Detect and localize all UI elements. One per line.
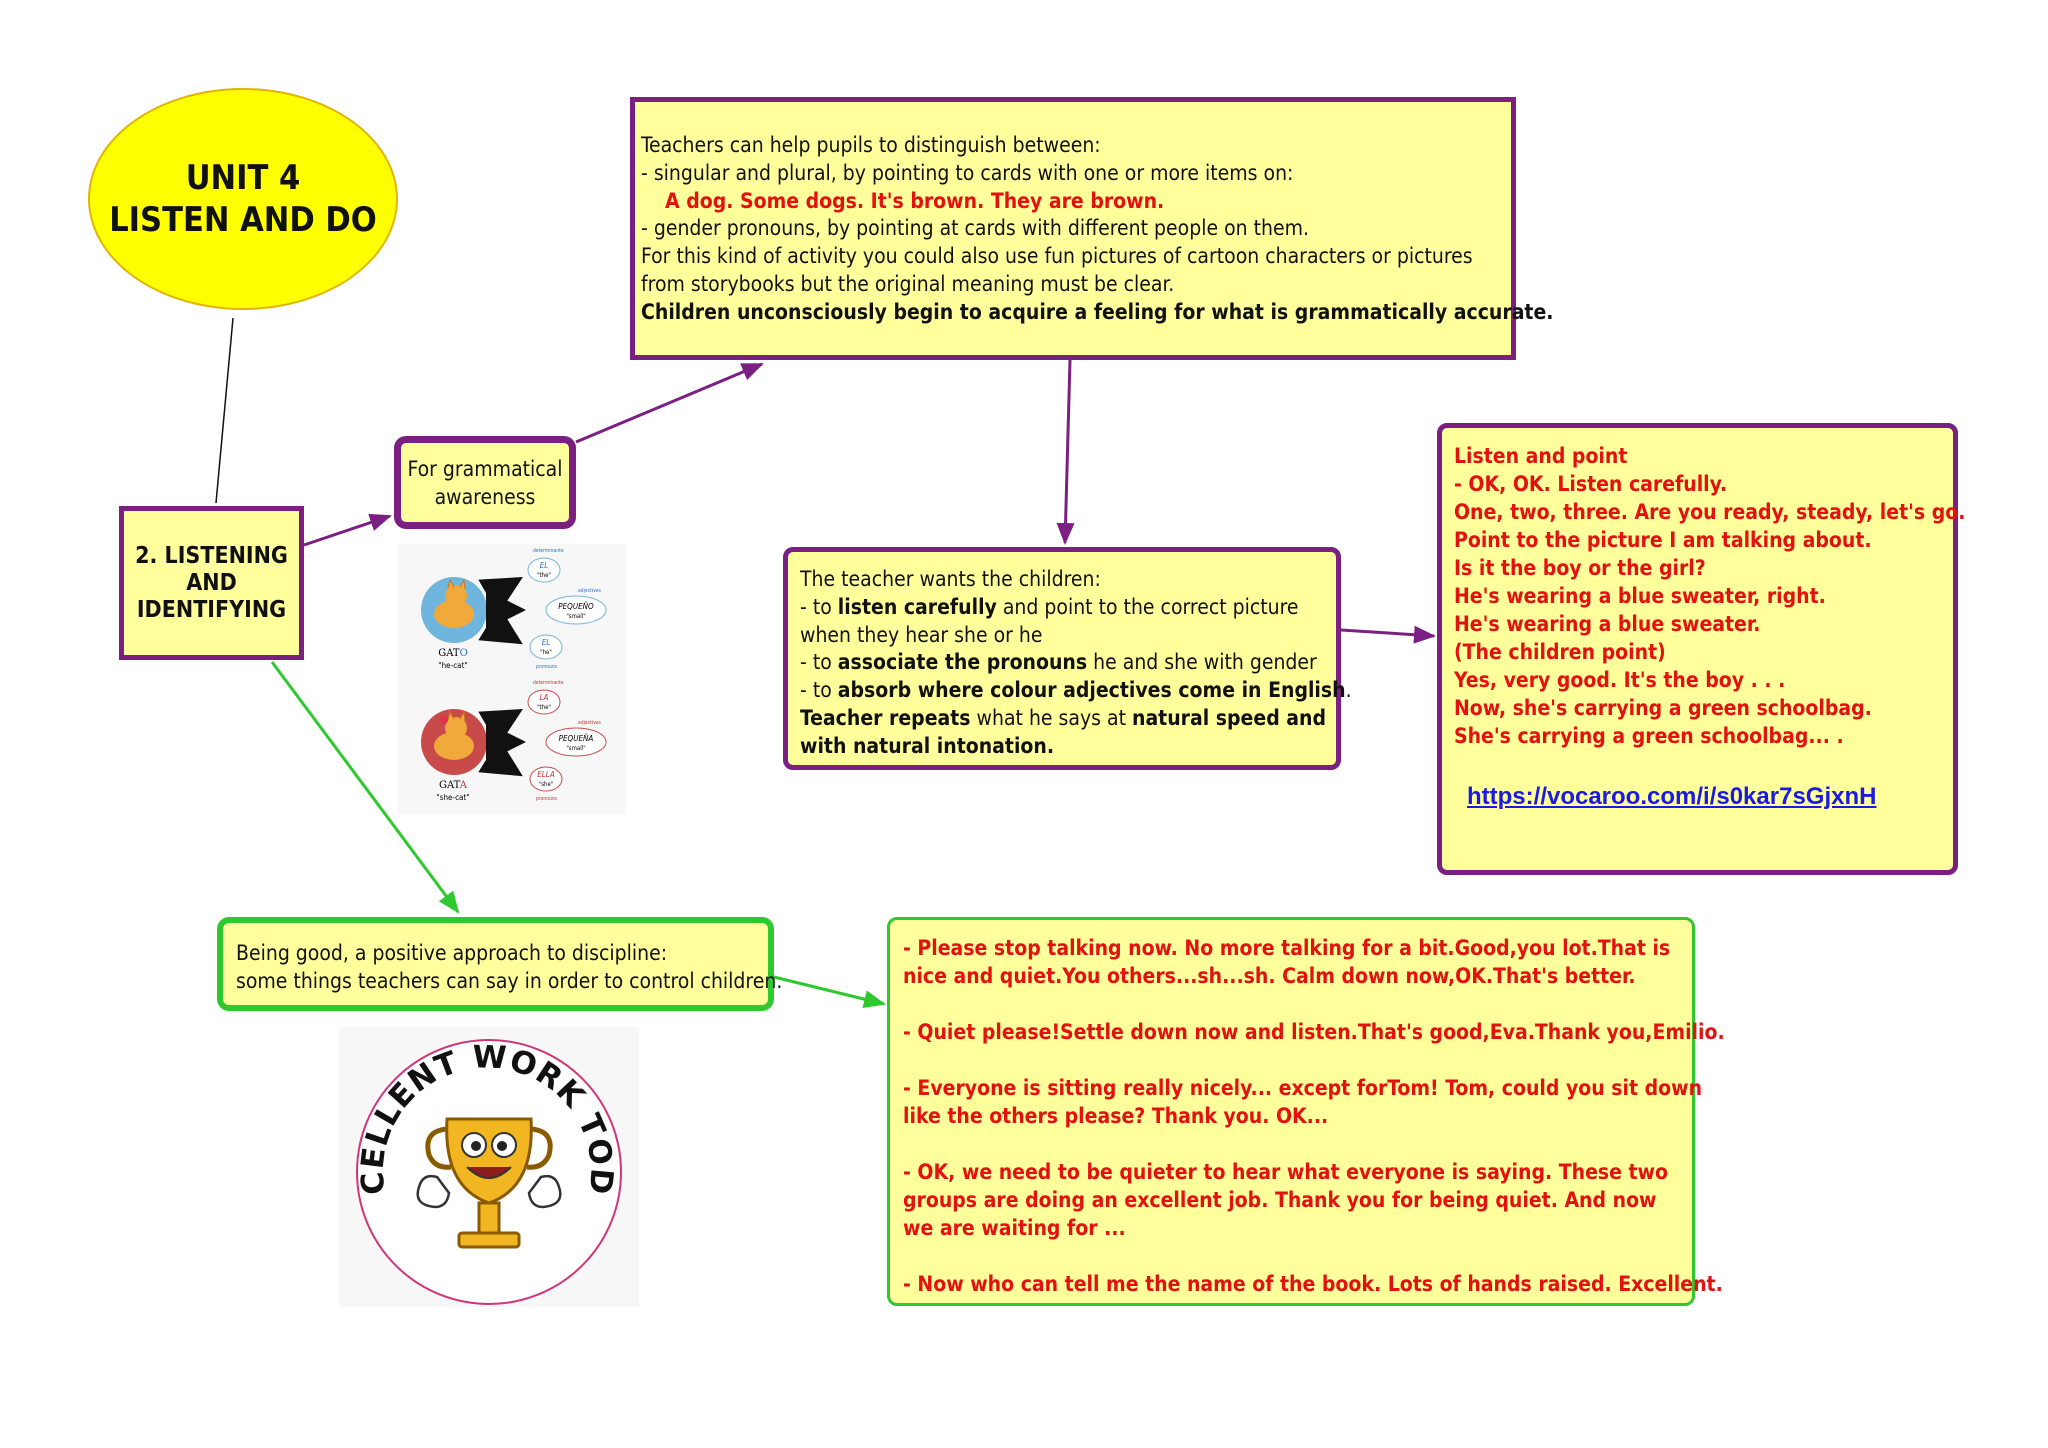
arrow-grammar-to-teachers xyxy=(575,362,764,444)
teacher-wants-node: The teacher wants the children: - to lis… xyxy=(783,547,1352,770)
point-line: Is it the boy or the girl? xyxy=(1454,556,1706,580)
pronoun-word: EL xyxy=(542,638,551,647)
wants-text: . xyxy=(1345,678,1352,703)
wants-text: - to xyxy=(800,650,838,675)
excellent-work-badge: EXCELLENT WORK TODAY xyxy=(339,1027,639,1307)
cat-noun-label: GATO xyxy=(438,648,468,659)
wants-text: - to xyxy=(800,594,838,619)
point-line: Yes, very good. It's the boy . . . xyxy=(1454,668,1786,692)
phrase-line: - Quiet please!Settle down now and liste… xyxy=(903,1020,1725,1044)
teachers-line: Teachers can help pupils to distinguish … xyxy=(641,133,1101,157)
wants-text: what he says at xyxy=(970,705,1132,730)
cat-noun-translation: "she-cat" xyxy=(436,793,469,802)
adjective-translation: "small" xyxy=(566,613,585,620)
connector-title-to-listening xyxy=(215,317,234,504)
adjective-translation: "small" xyxy=(566,745,585,752)
determinant-label: determinante xyxy=(533,680,564,686)
point-line: She's carrying a green schoolbag... . xyxy=(1454,724,1844,748)
listening-line2: AND xyxy=(186,569,237,596)
wants-text: and point to the correct picture xyxy=(996,594,1299,619)
article-label: LA xyxy=(540,693,549,702)
pronoun-translation: "she" xyxy=(539,781,554,788)
wants-line: when they hear she or he xyxy=(800,622,1043,647)
grammar-line2: awareness xyxy=(434,484,536,509)
teachers-conclusion-line: Children unconsciously begin to acquire … xyxy=(641,299,1554,324)
classroom-phrases-node: - Please stop talking now. No more talki… xyxy=(887,917,1725,1306)
vocaroo-link[interactable]: https://vocaroo.com/i/s0kar7sGjxnH xyxy=(1467,783,1877,810)
grammar-line1: For grammatical xyxy=(407,456,563,481)
teachers-line: - gender pronouns, by pointing at cards … xyxy=(641,216,1310,241)
point-line: (The children point) xyxy=(1454,640,1666,664)
listening-line1: 2. LISTENING xyxy=(135,542,288,569)
cat-noun-label: GATA xyxy=(439,780,468,791)
pronoun-translation: "he" xyxy=(540,649,552,656)
unit-title-line1: UNIT 4 xyxy=(185,158,301,198)
listening-identifying-node: 2. LISTENING AND IDENTIFYING xyxy=(119,506,304,660)
point-line: Point to the picture I am talking about. xyxy=(1454,528,1872,552)
point-line: Now, she's carrying a green schoolbag. xyxy=(1454,696,1872,720)
wants-emphasis: natural speed and xyxy=(1131,705,1327,730)
adjective-word: PEQUEÑA xyxy=(559,733,594,743)
point-line: He's wearing a blue sweater. xyxy=(1454,612,1761,636)
adjective-word: PEQUEÑO xyxy=(558,601,594,611)
pronoun-word: ELLA xyxy=(537,770,555,779)
article-translation: "the" xyxy=(537,572,551,579)
wants-text: - to xyxy=(800,678,838,703)
phrase-line: nice and quiet.You others...sh...sh. Cal… xyxy=(903,964,1636,988)
trophy-icon xyxy=(416,1117,562,1249)
phrase-line: we are waiting for ... xyxy=(903,1216,1126,1240)
phrase-line: like the others please? Thank you. OK... xyxy=(903,1104,1329,1128)
teachers-example-line: A dog. Some dogs. It's brown. They are b… xyxy=(665,188,1165,213)
point-line: - OK, OK. Listen carefully. xyxy=(1454,472,1728,496)
discipline-node: Being good, a positive approach to disci… xyxy=(217,917,783,1011)
teachers-line: from storybooks but the original meaning… xyxy=(641,271,1175,296)
point-line: He's wearing a blue sweater, right. xyxy=(1454,584,1826,608)
listen-and-point-node: Listen and point - OK, OK. Listen carefu… xyxy=(1437,423,1966,875)
unit-title-ellipse: UNIT 4 LISTEN AND DO xyxy=(88,88,398,310)
wants-line: Teacher repeats what he says at natural … xyxy=(800,705,1336,733)
adjective-label: adjectives xyxy=(578,720,602,726)
wants-line: - to absorb where colour adjectives come… xyxy=(800,677,1352,705)
phrase-line: - OK, we need to be quieter to hear what… xyxy=(903,1160,1668,1184)
wants-line: - to associate the pronouns he and she w… xyxy=(800,649,1336,677)
arrow-listening-to-grammar xyxy=(303,513,392,547)
teachers-line: - singular and plural, by pointing to ca… xyxy=(641,160,1294,185)
wants-emphasis: absorb where colour adjectives come in E… xyxy=(837,678,1346,703)
arrow-wants-to-point xyxy=(1340,625,1436,644)
phrase-line: - Everyone is sitting really nicely... e… xyxy=(903,1076,1703,1100)
pronoun-label: pronouns xyxy=(536,664,558,670)
arrow-discipline-to-phrases xyxy=(773,975,886,1008)
point-line: Listen and point xyxy=(1454,444,1628,468)
listening-line3: IDENTIFYING xyxy=(136,596,287,623)
cat-gender-illustration: GATO "he-cat" determinante EL "the" adje… xyxy=(398,544,626,814)
arrow-teachers-to-wants xyxy=(1056,359,1075,545)
discipline-line: some things teachers can say in order to… xyxy=(236,969,783,993)
phrase-line: - Please stop talking now. No more talki… xyxy=(903,936,1671,960)
unit-title-line2: LISTEN AND DO xyxy=(109,200,377,240)
determinant-label: determinante xyxy=(533,548,564,554)
wants-emphasis: listen carefully xyxy=(837,594,997,619)
wants-emphasis: Teacher repeats xyxy=(800,705,971,730)
phrase-line: groups are doing an excellent job. Thank… xyxy=(903,1188,1657,1212)
phrase-line: - Now who can tell me the name of the bo… xyxy=(903,1272,1723,1296)
wants-line: The teacher wants the children: xyxy=(800,567,1101,591)
wants-text: he and she with gender xyxy=(1087,650,1317,675)
discipline-line: Being good, a positive approach to disci… xyxy=(236,941,668,965)
teachers-help-node: Teachers can help pupils to distinguish … xyxy=(630,97,1554,360)
grammatical-awareness-node: For grammatical awareness xyxy=(394,436,576,529)
arrow-listening-to-discipline xyxy=(270,661,460,914)
wants-line: with natural intonation. xyxy=(800,733,1055,758)
adjective-label: adjectives xyxy=(578,588,602,594)
pronoun-label: pronouns xyxy=(536,796,558,802)
article-label: EL xyxy=(540,561,549,570)
teachers-line: For this kind of activity you could also… xyxy=(641,244,1473,269)
wants-line: - to listen carefully and point to the c… xyxy=(800,594,1336,622)
cat-noun-translation: "he-cat" xyxy=(438,661,467,670)
point-line: One, two, three. Are you ready, steady, … xyxy=(1454,500,1966,524)
wants-emphasis: associate the pronouns xyxy=(837,650,1088,675)
article-translation: "the" xyxy=(537,704,551,711)
